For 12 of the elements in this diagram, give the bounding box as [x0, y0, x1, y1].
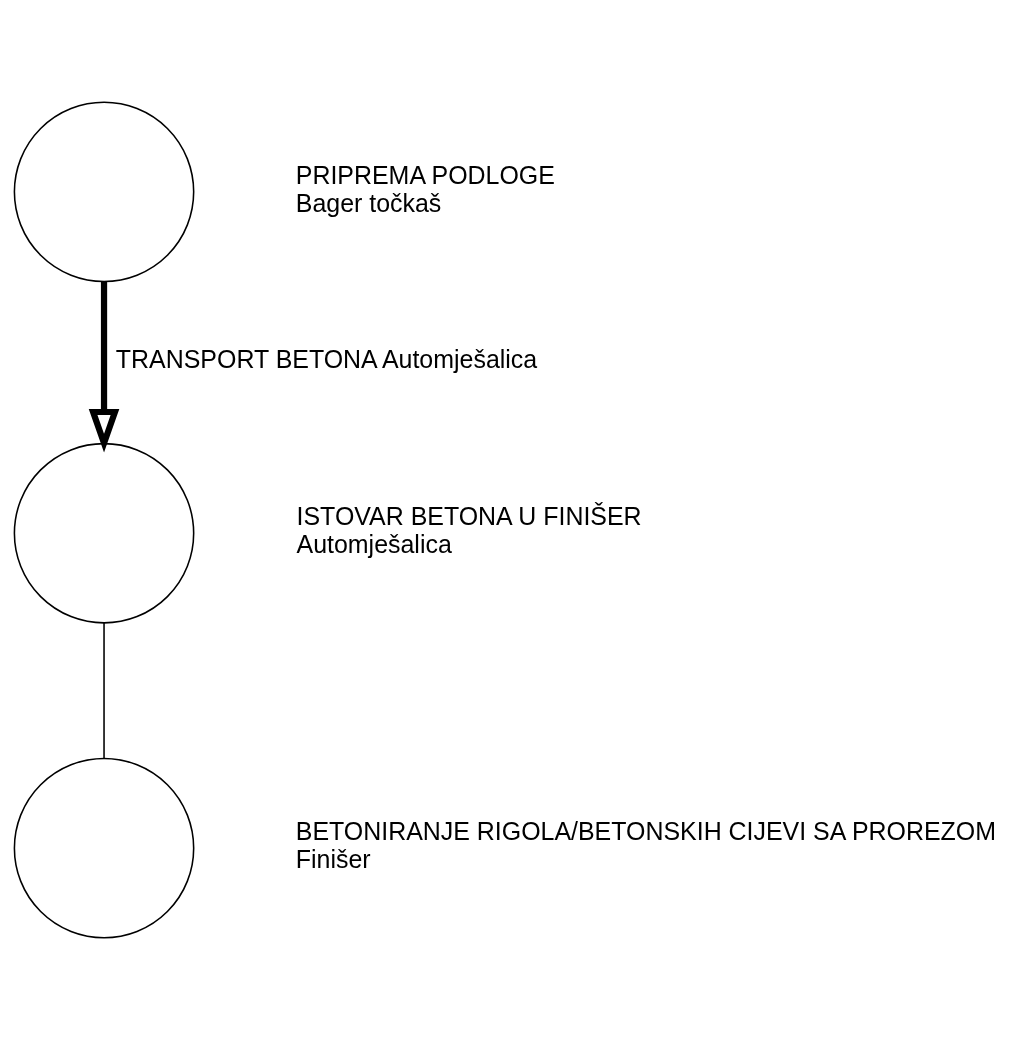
node-circle — [13, 757, 195, 939]
node-label: ISTOVAR BETONA U FINIŠER — [296, 501, 642, 530]
node-label: Finišer — [295, 844, 371, 873]
node-circle — [13, 100, 195, 282]
connector — [103, 621, 105, 759]
node-label: Bager točkaš — [295, 188, 442, 217]
edge-label: TRANSPORT BETONA Automješalica — [115, 344, 538, 373]
node-label: PRIPREMA PODLOGE — [295, 160, 555, 189]
node-label: Automješalica — [296, 529, 452, 558]
node-label: BETONIRANJE RIGOLA/BETONSKIH CIJEVI SA PROREZOM — [295, 816, 997, 845]
arrow — [88, 281, 120, 453]
node-circle — [13, 442, 195, 624]
